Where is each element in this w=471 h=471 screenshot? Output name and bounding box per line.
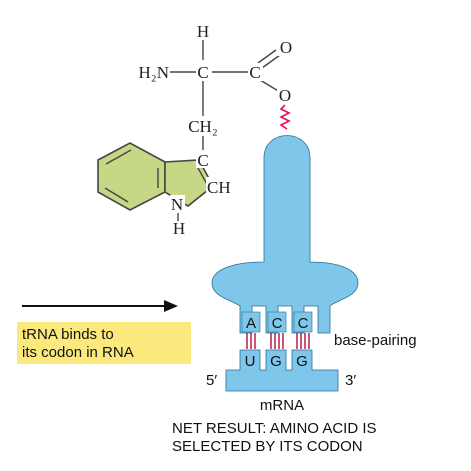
amino-group-label: H₂N [139, 63, 169, 82]
bond-carboxyl-ester-o [259, 79, 281, 93]
ring-nh-h-label: H [173, 219, 185, 238]
codon-base-label: G [296, 353, 308, 370]
anticodon-bases: A C C [241, 311, 313, 333]
callout-box [17, 322, 191, 364]
anticodon-base-tab [267, 311, 287, 333]
bond-carbonyl-b [261, 54, 281, 69]
three-prime-label: 3′ [345, 372, 356, 389]
tryptophan-structure: H H₂N C C O O CH₂ C CH N H [97, 22, 294, 238]
codon-bases: U G G [245, 353, 308, 370]
indole-benzene-ring [97, 142, 166, 211]
ring-ch-label: CH [207, 178, 231, 197]
bond-carbonyl-a [257, 49, 277, 64]
carbonyl-oxygen-label: O [280, 38, 292, 57]
callout-line-1: tRNA binds to [22, 326, 114, 343]
aminoacyl-linkage [279, 104, 291, 130]
base-pairing-bars [246, 333, 310, 349]
codon-base-label: G [270, 353, 282, 370]
five-prime-label: 5′ [206, 372, 217, 389]
indole-pyrrole-ring [164, 159, 215, 207]
mrna-strand [225, 349, 339, 392]
mrna-label: mRNA [260, 397, 304, 414]
anticodon-base-tab [241, 311, 261, 333]
ring-double-bond-1 [105, 149, 132, 165]
ester-oxygen-label: O [279, 86, 291, 105]
alpha-h-label: H [197, 22, 209, 41]
ring-nitrogen-label: N [171, 195, 183, 214]
anticodon-base-label: A [246, 315, 256, 332]
methylene-label: CH₂ [188, 117, 218, 136]
carboxyl-carbon-label: C [249, 63, 260, 82]
trna-molecule [211, 135, 359, 334]
base-pairing-label: base-pairing [334, 332, 417, 349]
alpha-carbon-label: C [197, 63, 208, 82]
ring-carbon-label: C [197, 151, 208, 170]
callout-line-2: its codon in RNA [22, 344, 134, 361]
codon-base-label: U [245, 353, 256, 370]
anticodon-base-tab [293, 311, 313, 333]
net-result-line-2: SELECTED BY ITS CODON [172, 438, 363, 455]
process-arrow [22, 300, 178, 312]
anticodon-base-label: C [272, 315, 283, 332]
anticodon-base-label: C [298, 315, 309, 332]
net-result-line-1: NET RESULT: AMINO ACID IS [172, 420, 377, 437]
ring-double-bond-2 [104, 187, 129, 203]
